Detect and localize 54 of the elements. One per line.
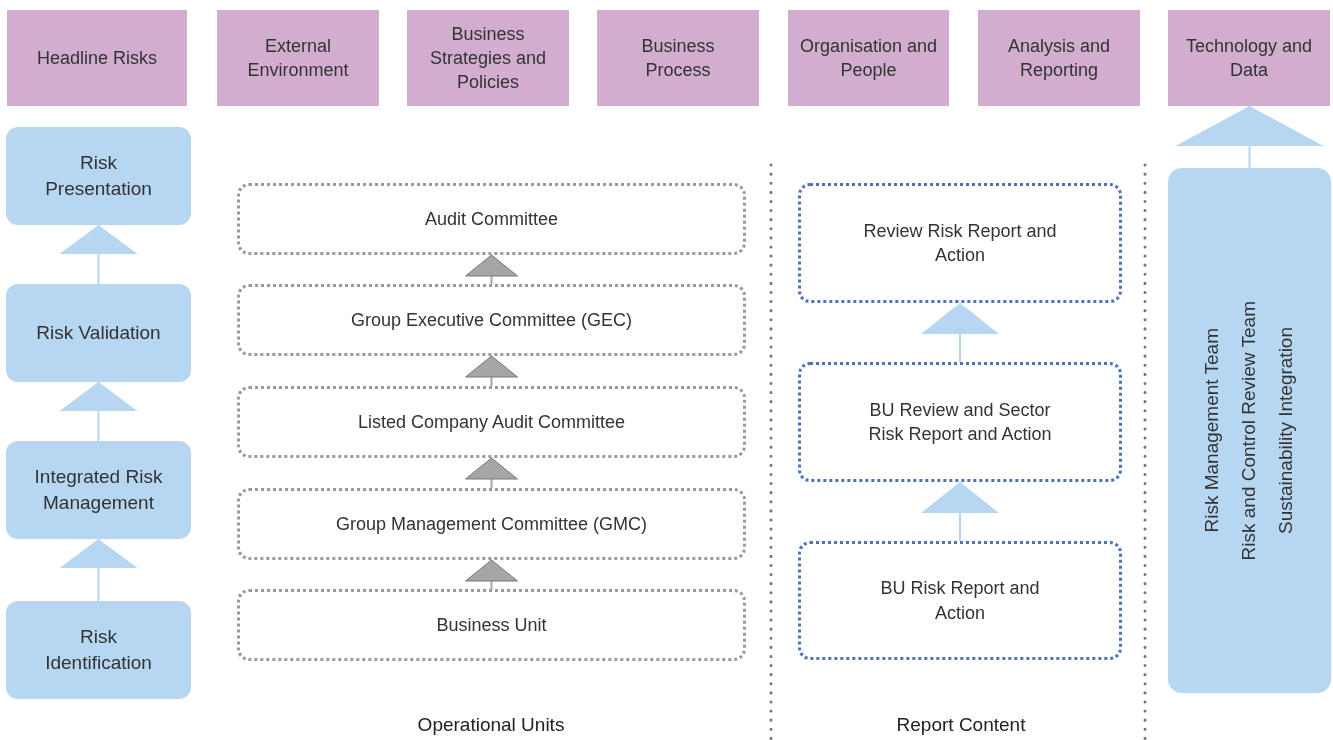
box-text: Risk Identification — [44, 625, 153, 675]
box-text: BU Review and Sector Risk Report and Action — [867, 398, 1053, 446]
category-box — [978, 10, 1140, 106]
box-text: Business Process — [640, 34, 716, 82]
box-text: Review Risk Report and Action — [862, 219, 1058, 267]
box-text: Risk Presentation — [44, 151, 153, 201]
up-arrow — [921, 481, 999, 542]
up-arrow — [59, 224, 138, 285]
box-text: BU Risk Report and Action — [879, 577, 1041, 625]
column-heading: Operational Units — [417, 714, 565, 736]
box-text: Business Strategies and Policies — [428, 22, 548, 95]
category-box — [7, 10, 187, 106]
box-text: Organisation and People — [798, 34, 939, 82]
committee-box — [237, 284, 746, 356]
stage-box — [6, 441, 191, 539]
category-box — [217, 10, 379, 106]
category-box — [597, 10, 759, 106]
box-text: Audit Committee — [424, 207, 559, 231]
up-arrow — [59, 538, 138, 602]
category-box — [788, 10, 949, 106]
category-box — [1168, 10, 1330, 106]
stage-box — [6, 284, 191, 382]
stage-box — [6, 601, 191, 699]
committee-box — [237, 386, 746, 458]
committee-box — [237, 183, 746, 255]
up-arrow — [465, 457, 518, 489]
report-box — [798, 183, 1122, 303]
box-text: Analysis and Reporting — [1006, 34, 1112, 82]
category-box — [407, 10, 569, 106]
box-text: Headline Risks — [36, 46, 158, 70]
box-text: Risk Management Team — [1201, 328, 1224, 533]
up-arrow — [465, 254, 518, 285]
report-box — [798, 362, 1122, 482]
committee-box — [237, 488, 746, 560]
box-text: Listed Company Audit Committee — [357, 410, 626, 434]
up-arrow — [59, 381, 138, 442]
box-text: Business Unit — [436, 613, 547, 637]
up-arrow — [1175, 105, 1324, 169]
report-box — [798, 541, 1122, 660]
column-heading: Report Content — [896, 714, 1026, 736]
up-arrow — [465, 559, 518, 590]
box-text: Integrated Risk Management — [33, 465, 164, 515]
up-arrow — [921, 302, 999, 363]
box-text: Group Executive Committee (GEC) — [350, 308, 633, 332]
stage-box — [6, 127, 191, 225]
box-text: Risk Validation — [36, 321, 161, 346]
box-text: Risk and Control Review Team — [1238, 300, 1261, 561]
box-text: Sustainability Integration — [1274, 327, 1297, 534]
committee-box — [237, 589, 746, 661]
up-arrow — [465, 355, 518, 387]
box-text: External Environment — [246, 34, 350, 82]
team-panel — [1168, 168, 1331, 693]
box-text: Technology and Data — [1184, 34, 1314, 82]
box-text: Group Management Committee (GMC) — [335, 512, 648, 536]
